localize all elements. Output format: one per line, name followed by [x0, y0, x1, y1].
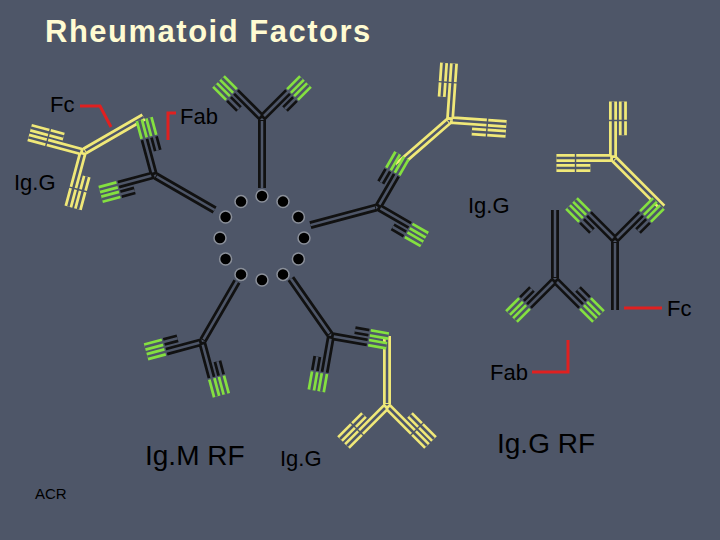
molecule-label: Ig.G RF	[497, 428, 595, 460]
ring-dot	[220, 211, 232, 223]
ring-dot	[292, 253, 304, 265]
slide-title: Rheumatoid Factors	[45, 14, 372, 50]
ring-dot	[235, 196, 247, 208]
source-note: ACR	[35, 485, 67, 502]
igg-molecule	[340, 336, 434, 446]
ring-dot	[292, 211, 304, 223]
leader-line	[624, 307, 662, 310]
igm-monomer	[252, 252, 392, 396]
leader-line	[80, 106, 111, 127]
region-label: Fab	[490, 360, 528, 385]
leader-lines	[80, 106, 662, 372]
ring-dot	[298, 232, 310, 244]
ring-dot	[235, 268, 247, 280]
igm-monomer	[141, 258, 277, 400]
igg-molecule	[366, 58, 511, 201]
region-label: Fab	[180, 104, 218, 129]
ring-dot	[220, 253, 232, 265]
region-label: Fc	[667, 296, 691, 321]
igg-molecule	[551, 96, 695, 240]
molecule-label: Ig.G	[468, 193, 510, 218]
leader-line	[532, 340, 568, 372]
molecule-label: Ig.G	[14, 170, 56, 195]
ring-dot	[277, 268, 289, 280]
ring-dot	[256, 274, 268, 286]
molecule-label: Ig.M RF	[145, 440, 245, 472]
ring-dot	[256, 190, 268, 202]
igm-monomer	[215, 78, 309, 188]
molecule-label: Ig.G	[280, 446, 322, 471]
j-chain-ring	[214, 190, 310, 286]
region-label: Fc	[50, 92, 74, 117]
igg-rf-molecule	[568, 200, 662, 310]
igm-monomer	[298, 151, 429, 270]
leader-line	[168, 113, 176, 140]
ring-dot	[277, 196, 289, 208]
ring-dot	[214, 232, 226, 244]
